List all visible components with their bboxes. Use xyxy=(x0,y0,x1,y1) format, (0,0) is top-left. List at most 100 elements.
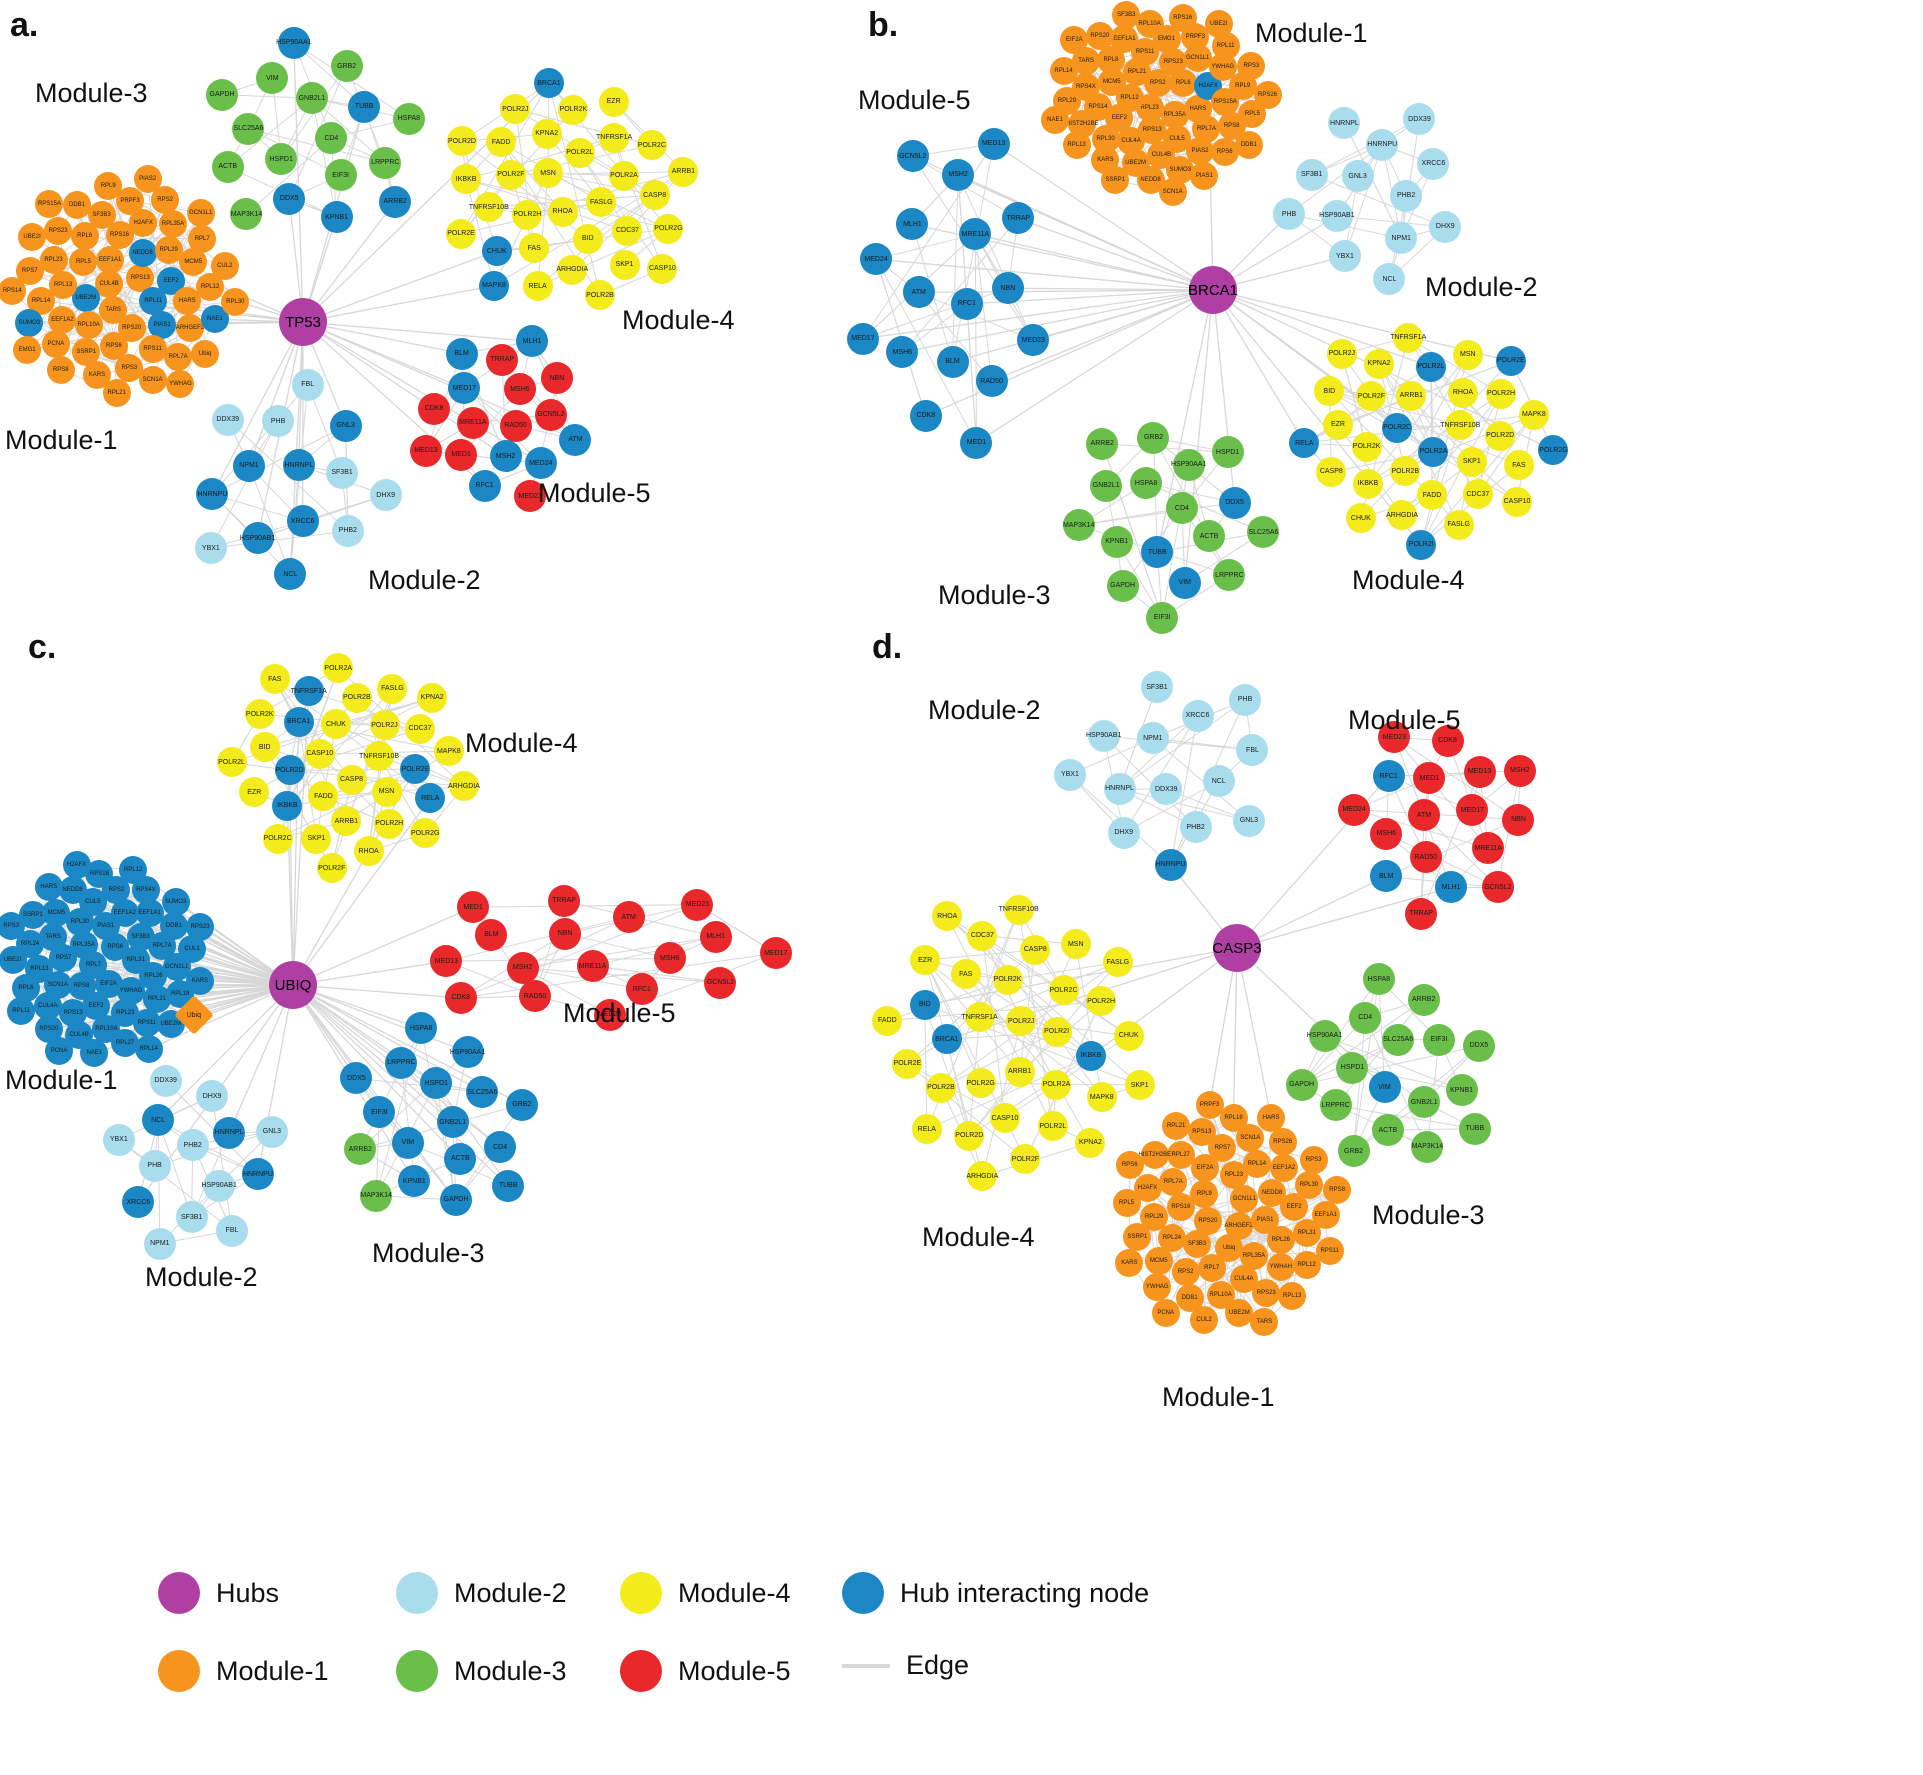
node-rad50: RAD50 xyxy=(518,980,551,1013)
node-lrpprc: LRPPRC xyxy=(369,146,402,179)
node-rps23: RPS23 xyxy=(186,912,215,941)
node-tnfrsf1a: TNFRSF1A xyxy=(596,122,632,153)
node-xrcc6: XRCC6 xyxy=(1181,699,1214,732)
node-rhoa: RHOA xyxy=(932,901,963,932)
module-label-c-module-2: Module-2 xyxy=(145,1262,258,1292)
node-mlh1: MLH1 xyxy=(699,920,732,953)
node-polr2e: POLR2E xyxy=(446,218,477,249)
node-gcn5l2: GCN5L2 xyxy=(534,398,567,431)
module-label-d-module-5: Module-5 xyxy=(1348,705,1461,735)
node-casp8: CASP8 xyxy=(336,764,367,795)
node-eef1a1: EEF1A1 xyxy=(1110,25,1139,54)
module-label-d-module-4: Module-4 xyxy=(922,1222,1035,1252)
node-rps16: RPS16 xyxy=(1166,1193,1195,1222)
node-polr2e: POLR2E xyxy=(1495,345,1526,376)
node-hars: HARS xyxy=(1257,1103,1286,1132)
node-med13: MED13 xyxy=(1463,755,1496,788)
node-polr2a: POLR2A xyxy=(1041,1069,1072,1100)
module-label-a-module-5: Module-5 xyxy=(538,478,651,508)
node-hnrnpl: HNRNPL xyxy=(213,1116,246,1149)
node-casp10: CASP10 xyxy=(989,1103,1020,1134)
node-ybx1: YBX1 xyxy=(1053,758,1086,791)
module-label-b-module-2: Module-2 xyxy=(1425,272,1538,302)
node-rps16: RPS16 xyxy=(85,860,114,889)
node-hsp90aa1: HSP90AA1 xyxy=(450,1036,485,1069)
node-casp10: CASP10 xyxy=(1502,486,1533,517)
node-med1: MED1 xyxy=(960,426,993,459)
node-hnrnpu: HNRNPU xyxy=(1154,848,1187,881)
legend-item-module-3: Module-3 xyxy=(396,1650,567,1692)
node-kpnb1: KPNB1 xyxy=(320,201,353,234)
module-3-swatch xyxy=(396,1650,438,1692)
node-rfc1: RFC1 xyxy=(1372,760,1405,793)
node-mapk8: MAPK8 xyxy=(1086,1082,1117,1112)
node-hspa8: HSPA8 xyxy=(1362,963,1395,996)
node-pias1: PIAS1 xyxy=(148,310,177,339)
node-mcm5: MCM5 xyxy=(42,898,71,927)
node-sumo3: SUMO3 xyxy=(15,309,44,338)
node-cd4: CD4 xyxy=(315,122,348,154)
node-ubiq: Ubiq xyxy=(1215,1233,1244,1262)
node-gnb2l1: GNB2L1 xyxy=(1408,1086,1441,1119)
node-polr2b: POLR2B xyxy=(341,682,372,713)
node-rad50: RAD50 xyxy=(975,365,1008,398)
node-mre11a: MRE11A xyxy=(456,406,489,439)
node-polr2h: POLR2H xyxy=(1486,378,1517,409)
node-lrpprc: LRPPRC xyxy=(1319,1089,1352,1122)
node-gapdh: GAPDH xyxy=(439,1183,472,1216)
node-ddb1: DDB1 xyxy=(1234,130,1263,159)
node-rpl12: RPL12 xyxy=(1292,1250,1321,1279)
node-mre11a: MRE11A xyxy=(1472,832,1505,865)
node-cdk8: CDK8 xyxy=(909,399,942,432)
node-dhx9: DHX9 xyxy=(1429,210,1462,243)
node-polr2h: POLR2H xyxy=(374,808,405,839)
node-ywhag: YWHAG xyxy=(166,369,195,398)
node-chuk: CHUK xyxy=(320,709,351,740)
node-ddx39: DDX39 xyxy=(149,1064,182,1097)
module-label-a-module-3: Module-3 xyxy=(35,78,148,108)
node-rad50: RAD50 xyxy=(1409,841,1442,874)
node-hnrnpl: HNRNPL xyxy=(1103,772,1136,805)
node-polr2e: POLR2E xyxy=(892,1048,923,1079)
node-sf3b3: SF3B3 xyxy=(1183,1229,1212,1258)
node-msn: MSN xyxy=(533,158,564,189)
node-rps26: RPS26 xyxy=(1253,81,1282,110)
node-cdc37: CDC37 xyxy=(1462,479,1493,510)
node-skp1: SKP1 xyxy=(301,823,332,854)
node-msn: MSN xyxy=(1060,929,1091,960)
node-arrb2: ARRB2 xyxy=(344,1133,377,1166)
node-casp8: CASP8 xyxy=(1020,934,1051,965)
node-fadd: FADD xyxy=(872,1005,903,1036)
legend-label-module-4: Module-4 xyxy=(678,1577,791,1608)
node-mlh1: MLH1 xyxy=(896,208,929,241)
node-ybx1: YBX1 xyxy=(1328,240,1361,273)
node-rps20: RPS20 xyxy=(1085,21,1114,50)
node-tars: TARS xyxy=(1250,1308,1279,1337)
node-msn: MSN xyxy=(371,776,402,807)
node-mlh1: MLH1 xyxy=(1435,871,1468,904)
node-casp10: CASP10 xyxy=(304,738,335,769)
node-ddx39: DDX39 xyxy=(211,403,244,436)
node-h2afx: H2AFX xyxy=(129,209,158,238)
node-eif3i: EIF3I xyxy=(324,159,357,192)
node-rpl6: RPL6 xyxy=(70,222,99,251)
node-polr2j: POLR2J xyxy=(369,710,400,741)
node-ncl: NCL xyxy=(142,1104,175,1137)
node-ezr: EZR xyxy=(598,86,629,117)
node-polr2c: POLR2C xyxy=(636,130,667,161)
node-med13: MED13 xyxy=(977,127,1010,160)
node-chuk: CHUK xyxy=(481,236,512,267)
module-label-c-module-5: Module-5 xyxy=(563,998,676,1028)
module-label-a-module-4: Module-4 xyxy=(622,305,735,335)
node-ikbkb: IKBKB xyxy=(1076,1040,1107,1071)
node-phb2: PHB2 xyxy=(176,1129,209,1161)
node-hsp90aa1: HSP90AA1 xyxy=(1307,1019,1342,1052)
node-ezr: EZR xyxy=(910,945,941,975)
node-cdk8: CDK8 xyxy=(444,981,477,1014)
node-nae1: NAE1 xyxy=(1041,106,1070,135)
node-phb: PHB xyxy=(1273,198,1306,231)
node-slc25a6: SLC25A6 xyxy=(1247,516,1280,549)
node-gnb2l1: GNB2L1 xyxy=(296,82,328,115)
node-pias1: PIAS1 xyxy=(1190,161,1219,190)
